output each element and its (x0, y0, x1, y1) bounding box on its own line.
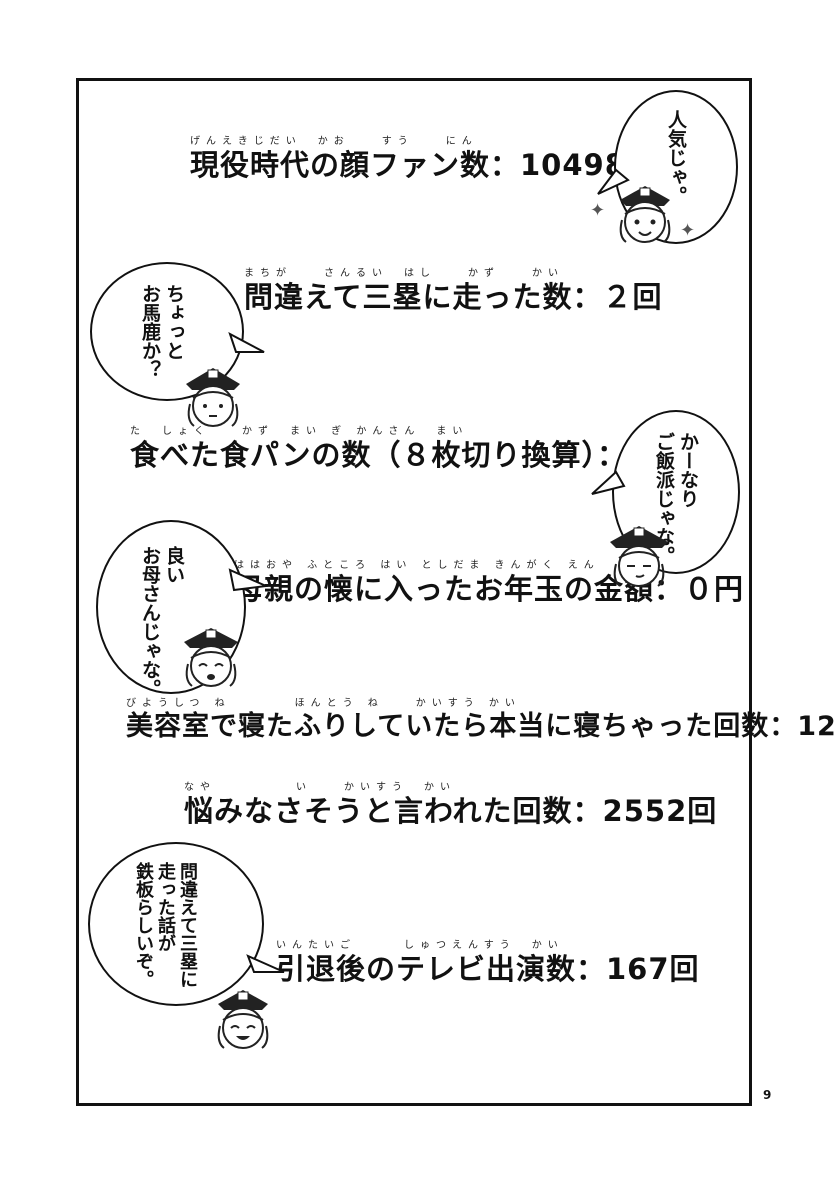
chibi-character-illustration (619, 186, 671, 243)
bubble-text: 人気じゃ。 (665, 110, 687, 205)
bubble-tail (597, 168, 630, 195)
stat-carefree: なや い かいすう かい 悩みなさそうと言われた回数：2552回 (184, 782, 717, 828)
page-number: 9 (763, 1088, 772, 1102)
stat-ruby: げんえきじだい かお すう にん (190, 136, 478, 147)
stat-text: 引退後のテレビ出演数：167回 (276, 952, 700, 986)
bubble-tail (246, 954, 285, 973)
stat-wrong-base: まちが さんるい はし かず かい 問違えて三塁に走った数：２回 (244, 268, 663, 314)
speech-bubble: 問違えて三塁に 走った話が 鉄板らしいぞ。 (88, 842, 264, 1006)
stat-ruby: まちが さんるい はし かず かい (244, 268, 564, 279)
bubble-text: ちょっと お馬鹿か？ (139, 284, 185, 379)
speech-bubble: 良い お母さんじゃな。 (96, 520, 246, 698)
stat-new-year-money: ははおや ふところ はい としだま きんがく えん 母親の懐に入ったお年玉の金額… (234, 560, 744, 606)
chibi-character-illustration (217, 990, 269, 1049)
bubble-tail (228, 331, 265, 353)
stat-ruby: ははおや ふところ はい としだま きんがく えん (234, 560, 600, 571)
stat-ruby: た しょく かず まい ぎ かんさん まい (130, 426, 469, 437)
stat-salon-sleep: びようしつ ね ほんとう ね かいすう かい 美容室で寝たふりしていたら本当に寝… (126, 698, 836, 744)
stat-text: 現役時代の顔ファン数：10498人 (190, 148, 656, 182)
sparkle-icon: ✦ (680, 220, 696, 241)
panel-frame (76, 78, 752, 1106)
stat-ruby: びようしつ ね ほんとう ね かいすう かい (126, 698, 521, 709)
stat-text: 母親の懐に入ったお年玉の金額：０円 (234, 572, 745, 606)
bubble-tail (591, 470, 626, 495)
stat-ruby: いんたいご しゅつえんすう かい (276, 940, 564, 951)
stat-text: 美容室で寝たふりしていたら本当に寝ちゃった回数：12回 (126, 711, 836, 742)
bubble-text: 良い お母さんじゃな。 (139, 546, 185, 698)
stat-text: 悩みなさそうと言われた回数：2552回 (184, 794, 718, 828)
bubble-text: 問違えて三塁に 走った話が 鉄板らしいぞ。 (133, 862, 198, 988)
bubble-text: かーなり ご飯派じゃな。 (653, 432, 699, 565)
chibi-character-illustration (610, 526, 668, 587)
chibi-character-illustration (184, 628, 238, 687)
stat-text: 問違えて三塁に走った数：２回 (244, 280, 663, 314)
stat-fan-count: げんえきじだい かお すう にん 現役時代の顔ファン数：10498人 (190, 136, 656, 182)
chibi-character-illustration (186, 368, 240, 427)
bubble-tail (228, 568, 268, 592)
stat-ruby: なや い かいすう かい (184, 782, 456, 793)
stat-tv-appearances: いんたいご しゅつえんすう かい 引退後のテレビ出演数：167回 (276, 940, 700, 986)
sparkle-icon: ✦ (590, 200, 606, 221)
